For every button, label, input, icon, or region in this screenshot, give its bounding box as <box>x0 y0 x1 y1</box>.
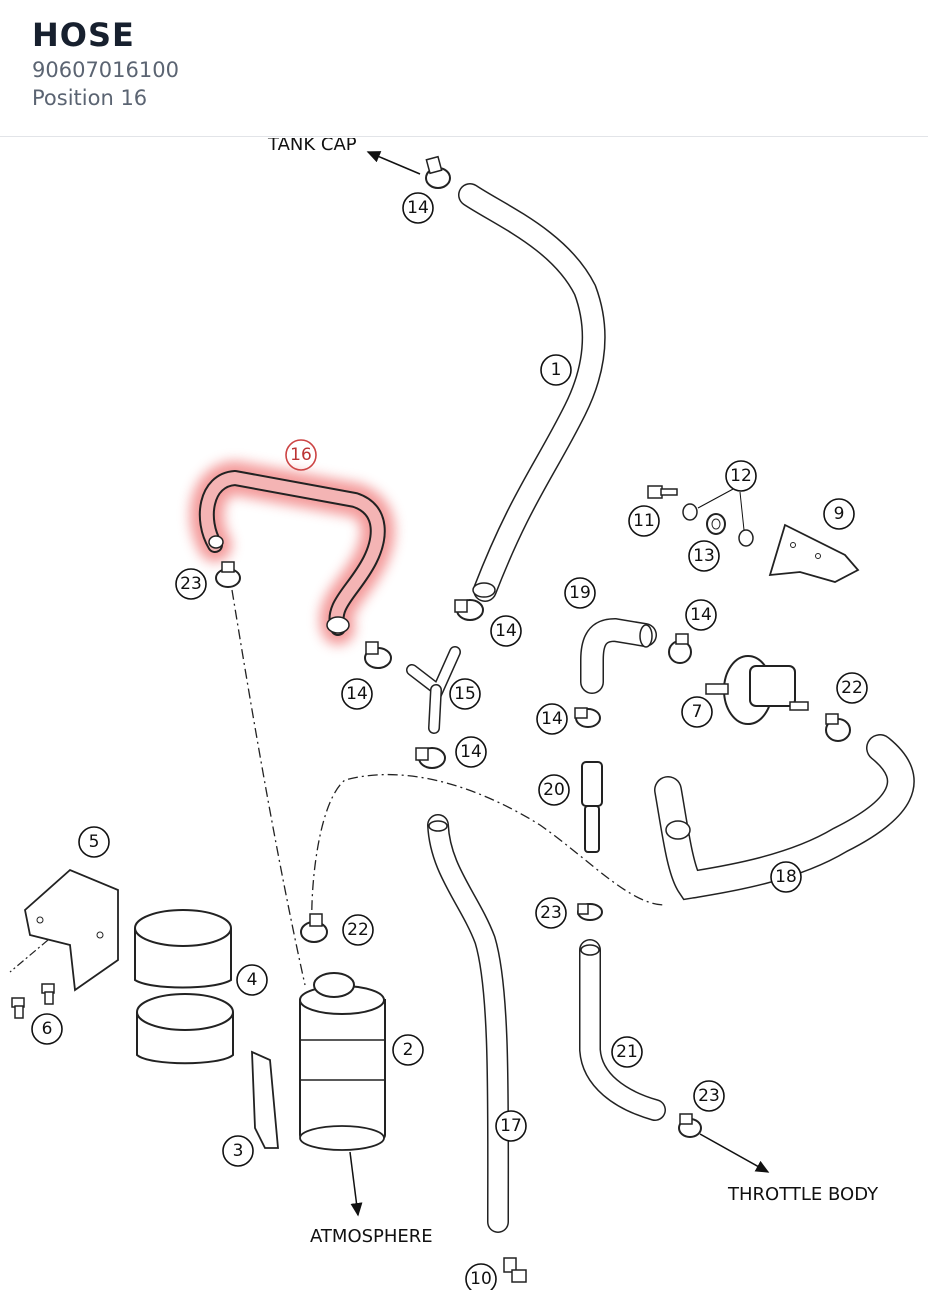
clamp-23-lower[interactable] <box>678 1113 702 1138</box>
bracket-9[interactable] <box>768 523 860 583</box>
callout-numbers: 14 1 16 23 14 14 15 14 11 12 13 9 19 14 … <box>42 198 863 1289</box>
callout-11: 11 <box>633 511 655 531</box>
part-title: HOSE <box>32 16 135 54</box>
clamp-22-left[interactable] <box>300 913 328 943</box>
part-number: 90607016100 <box>32 58 179 82</box>
canister-2[interactable] <box>299 972 386 1151</box>
clamp-14-top[interactable] <box>425 155 451 189</box>
callout-14: 14 <box>495 621 517 641</box>
purge-valve-7[interactable] <box>705 655 809 725</box>
atmosphere-arrow <box>349 1151 363 1217</box>
fitting-10[interactable] <box>503 1257 527 1283</box>
bracket-5[interactable] <box>9 868 119 992</box>
callout-13: 13 <box>693 546 715 566</box>
tank-cap-label: TANK CAP <box>267 138 357 155</box>
clamp-23-left[interactable] <box>215 561 241 588</box>
hose-17[interactable] <box>427 814 510 1233</box>
callouts <box>31 192 868 1290</box>
part-header: HOSE 90607016100 Position 16 <box>0 0 928 137</box>
callout-14: 14 <box>407 198 429 218</box>
callout-23: 23 <box>180 574 202 594</box>
band-clamp-4[interactable] <box>134 909 234 1065</box>
callout-16-circle <box>285 439 317 471</box>
callout-6: 6 <box>42 1019 53 1039</box>
strap-3[interactable] <box>251 1050 279 1149</box>
callout-21: 21 <box>616 1042 638 1062</box>
atmosphere-label: ATMOSPHERE <box>310 1226 433 1247</box>
part-position: Position 16 <box>32 86 148 110</box>
callout-14: 14 <box>541 709 563 729</box>
fitting-20[interactable] <box>581 761 603 853</box>
callout-10: 10 <box>470 1269 492 1289</box>
callout-15: 15 <box>454 684 476 704</box>
callout-23: 23 <box>540 903 562 923</box>
exploded-parts-diagram: TANK CAP <box>9 138 915 1290</box>
tank-cap-arrow <box>366 151 421 175</box>
callout-22: 22 <box>347 920 369 940</box>
clamp-14-right[interactable] <box>668 633 692 664</box>
callout-12: 12 <box>730 466 752 486</box>
callout-14: 14 <box>690 605 712 625</box>
clamp-23-mid[interactable] <box>577 903 603 921</box>
clamp-14-b[interactable] <box>415 747 446 769</box>
screws-6[interactable] <box>11 983 55 1019</box>
elbow-hose-19[interactable] <box>580 617 657 694</box>
callout-14: 14 <box>460 742 482 762</box>
callout-22: 22 <box>841 678 863 698</box>
throttle-body-label: THROTTLE BODY <box>727 1184 879 1205</box>
callout-1: 1 <box>551 360 562 380</box>
clamp-22-right[interactable] <box>825 713 851 742</box>
callout-17: 17 <box>500 1116 522 1136</box>
callout-7: 7 <box>692 702 703 722</box>
callout-4: 4 <box>247 970 258 990</box>
callout-23: 23 <box>698 1086 720 1106</box>
hose-16-highlight[interactable] <box>189 461 395 645</box>
hose-21[interactable] <box>579 939 666 1121</box>
clamp-14-lower[interactable] <box>574 707 601 728</box>
callout-9: 9 <box>834 504 845 524</box>
clamp-14-mid[interactable] <box>454 599 484 621</box>
routing-line-left <box>231 589 306 986</box>
hose-1[interactable] <box>458 183 606 602</box>
throttle-body-arrow <box>699 1133 770 1173</box>
callout-2: 2 <box>403 1040 414 1060</box>
callout-3: 3 <box>233 1141 244 1161</box>
washer-12[interactable] <box>682 487 754 547</box>
clamp-14-a[interactable] <box>364 641 392 669</box>
grommet-13[interactable] <box>706 513 726 535</box>
routing-line-center <box>311 773 666 931</box>
t-fitting-15[interactable] <box>406 646 461 734</box>
callout-20: 20 <box>543 780 565 800</box>
callout-16[interactable]: 16 <box>290 445 312 465</box>
callout-14: 14 <box>346 684 368 704</box>
callout-18: 18 <box>775 867 797 887</box>
callout-5: 5 <box>89 832 100 852</box>
callout-19: 19 <box>569 583 591 603</box>
screw-11[interactable] <box>647 485 678 499</box>
